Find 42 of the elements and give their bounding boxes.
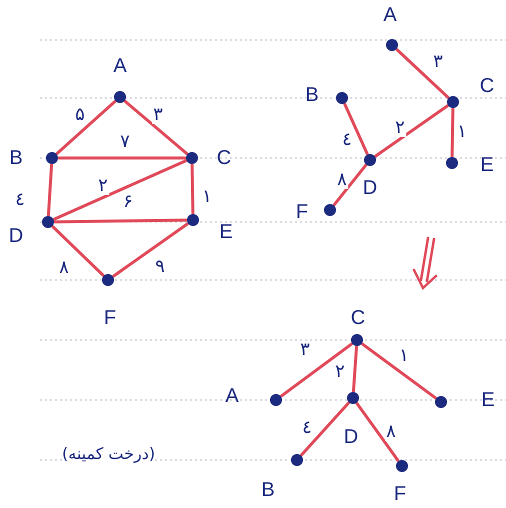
vertex-letter: A <box>113 56 127 76</box>
edge-line <box>124 100 188 155</box>
edge-weight: ۲ <box>394 119 406 137</box>
edge-line <box>450 108 454 158</box>
edge-weight: ۲ <box>97 177 109 195</box>
edge-line <box>52 225 104 277</box>
vertex-letter: F <box>296 202 308 222</box>
vertex-letter: C <box>216 148 232 168</box>
vertex-letter: E <box>219 222 233 242</box>
edge-line <box>112 222 189 278</box>
vertex-letter: A <box>383 5 397 25</box>
vertex-letter: E <box>481 390 495 410</box>
edge-line <box>343 102 369 156</box>
vertex-letter: F <box>104 308 116 328</box>
vertex-letter: D <box>8 226 24 246</box>
vertex-letter: C <box>480 76 494 96</box>
vertex-letter: D <box>344 427 358 447</box>
vertex-letter: B <box>9 148 23 168</box>
edge-line <box>300 402 350 456</box>
vertex-letter: C <box>350 308 366 328</box>
edge-line <box>190 164 194 214</box>
vertex-letter: B <box>305 85 319 105</box>
vertex-letter: B <box>261 480 275 500</box>
edge-weight: ۳ <box>152 106 164 124</box>
edge-line <box>361 342 437 400</box>
edge-line <box>52 159 188 221</box>
edge-line <box>356 402 400 462</box>
edge-line <box>332 164 368 206</box>
edge-line <box>58 156 186 160</box>
edge-line <box>280 342 353 398</box>
edge-line <box>374 104 449 158</box>
edge-line <box>396 48 450 99</box>
edge-weight: ۸ <box>385 423 397 441</box>
edge-line <box>56 100 116 155</box>
vertex-letter: E <box>480 155 494 175</box>
vertex-letter: A <box>225 386 239 406</box>
edge-line <box>352 345 358 393</box>
edge-line <box>54 218 188 224</box>
edge-line <box>46 163 54 217</box>
vertex-letter: D <box>362 178 378 198</box>
vertex-letter: F <box>394 484 406 504</box>
edge-weight: ۸ <box>336 171 348 189</box>
